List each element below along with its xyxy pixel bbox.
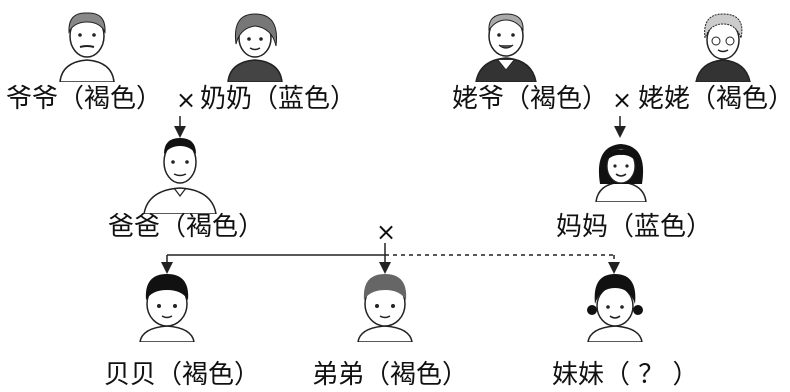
label-mother: 妈妈（蓝色） (556, 212, 713, 242)
label-grandpa-paternal: 爷爷（褐色） (6, 84, 163, 114)
grandpa-paternal-figure (52, 4, 122, 82)
label-grandma-paternal: 奶奶（蓝色） (200, 84, 357, 114)
cross-maternal: × (612, 86, 633, 114)
label-sister: 妹妹（ ？ ） (552, 360, 699, 390)
grandma-paternal-figure (220, 6, 290, 82)
label-grandpa-maternal: 姥爷（褐色） (452, 84, 609, 114)
label-brother: 弟弟（褐色） (312, 360, 469, 390)
brother-figure (350, 270, 420, 342)
sister-figure (580, 270, 650, 342)
cross-paternal: × (176, 86, 197, 114)
label-beibei: 贝贝（褐色） (104, 360, 261, 390)
label-father: 爸爸（褐色） (108, 212, 265, 242)
grandpa-maternal-figure (470, 4, 542, 82)
father-figure (140, 132, 220, 214)
mother-figure (588, 136, 654, 202)
cross-parents: × (376, 218, 397, 246)
grandma-maternal-figure (690, 8, 756, 82)
beibei-figure (132, 270, 202, 342)
label-grandma-maternal: 姥姥（褐色） (638, 84, 790, 114)
